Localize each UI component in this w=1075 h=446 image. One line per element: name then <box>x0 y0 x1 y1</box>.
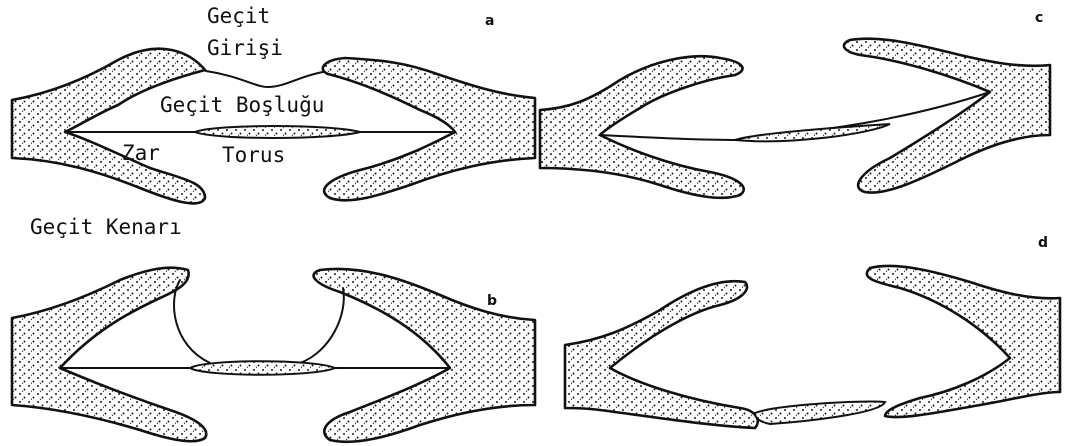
panel-label-d: d <box>1038 235 1048 251</box>
panel-a <box>12 49 535 204</box>
panel-b-aperture-curve-left <box>174 280 210 363</box>
panel-b-torus <box>190 361 335 375</box>
panel-b-aperture-curve-right <box>300 288 344 363</box>
label-pit-chamber: Geçit Boşluğu <box>160 93 324 117</box>
panel-d-torus <box>755 402 885 424</box>
panel-c-left-wall <box>540 56 744 198</box>
panel-d-right-wall <box>867 266 1060 417</box>
panel-d <box>565 266 1060 428</box>
panel-a-aperture-curve <box>206 71 323 87</box>
panel-a-torus <box>195 126 360 138</box>
panel-b-left-wall <box>12 268 206 442</box>
panel-a-right-wall <box>323 58 535 200</box>
panel-label-a: a <box>485 13 494 29</box>
panel-b <box>12 268 535 442</box>
panel-label-b: b <box>487 293 497 309</box>
panel-c-right-wall <box>844 39 1050 193</box>
label-aperture-line1: Geçit <box>207 4 270 28</box>
panel-c <box>540 39 1050 198</box>
label-pit-border: Geçit Kenarı <box>30 215 182 239</box>
label-torus: Torus <box>222 143 285 167</box>
panel-label-c: c <box>1035 10 1043 26</box>
panel-d-left-wall <box>565 281 758 428</box>
label-aperture-line2: Girişi <box>207 36 283 60</box>
panel-b-right-wall <box>314 269 535 442</box>
label-membrane: Zar <box>122 141 160 165</box>
panel-a-left-wall <box>12 49 205 204</box>
panel-c-torus <box>735 124 890 141</box>
